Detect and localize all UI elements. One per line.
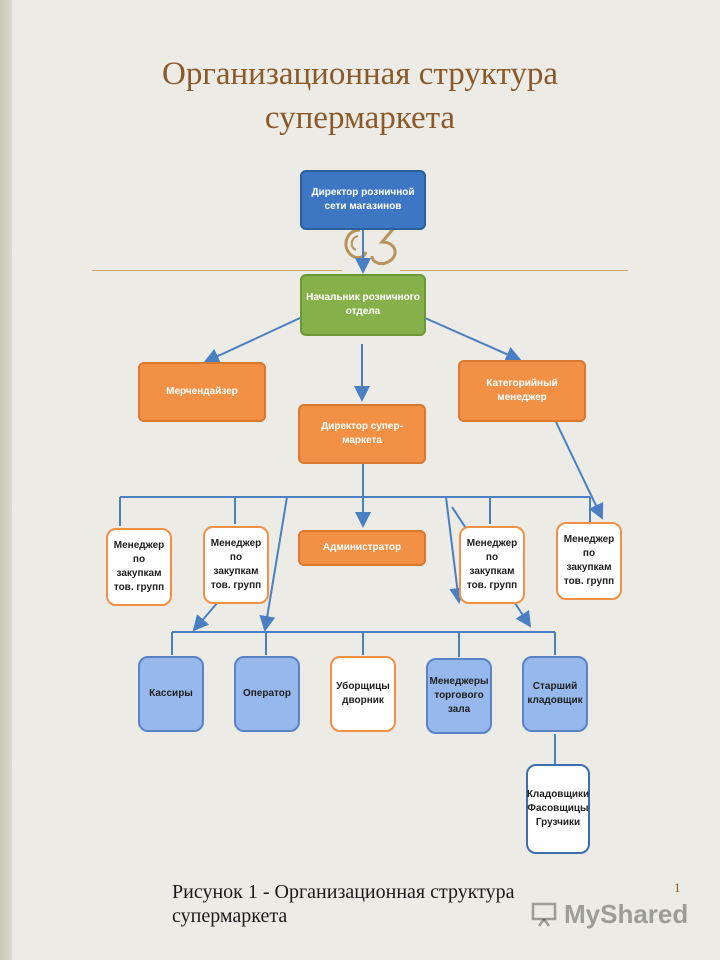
watermark-text: MyShared <box>564 898 689 929</box>
left-decorative-band <box>0 0 12 960</box>
purchase-manager-box-4: Менеджер по закупкам тов. групп <box>556 522 622 600</box>
head-retail-box: Начальник розничного отдела <box>300 274 426 336</box>
cashiers-box: Кассиры <box>138 656 204 732</box>
director-network-box: Директор розничной сети магазинов <box>300 170 426 230</box>
supermarket-director-box: Директор супер-маркета <box>298 404 426 464</box>
slide-title: Организационная структура супермаркета <box>80 52 640 140</box>
watermark: MyShared <box>530 896 688 932</box>
connector-category-purchase4 <box>555 421 604 520</box>
slide-title-line-2: супермаркета <box>264 100 456 136</box>
page-number: 1 <box>674 880 681 895</box>
figure-caption-line-2: супермаркета <box>172 905 288 927</box>
administrator-box: Администратор <box>298 530 426 566</box>
purchase-manager-box-1: Менеджер по закупкам тов. групп <box>106 528 172 606</box>
floor-managers-box: Менеджеры торгового зала <box>426 658 492 734</box>
presentation-icon <box>531 902 557 927</box>
merchandiser-box: Мерчендайзер <box>138 362 266 422</box>
figure-caption-line-1: Рисунок 1 - Организационная структура <box>172 881 515 903</box>
figure-caption: Рисунок 1 - Организационная структура су… <box>172 880 612 928</box>
connector-head-merchandiser <box>203 317 301 364</box>
slide-title-line-1: Организационная структура <box>162 56 558 92</box>
title-divider-right <box>400 270 628 271</box>
storekeepers-box: Кладовщики Фасовщицы Грузчики <box>526 764 590 854</box>
category-manager-box: Категорийный менеджер <box>458 360 586 422</box>
senior-storekeeper-box: Старший кладовщик <box>522 656 588 732</box>
purchase-manager-box-2: Менеджер по закупкам тов. групп <box>203 526 269 604</box>
connector-head-category <box>424 317 522 362</box>
cleaners-box: Уборщицы дворник <box>330 656 396 732</box>
purchase-manager-box-3: Менеджер по закупкам тов. групп <box>459 526 525 604</box>
title-divider-left <box>92 270 342 271</box>
operator-box: Оператор <box>234 656 300 732</box>
